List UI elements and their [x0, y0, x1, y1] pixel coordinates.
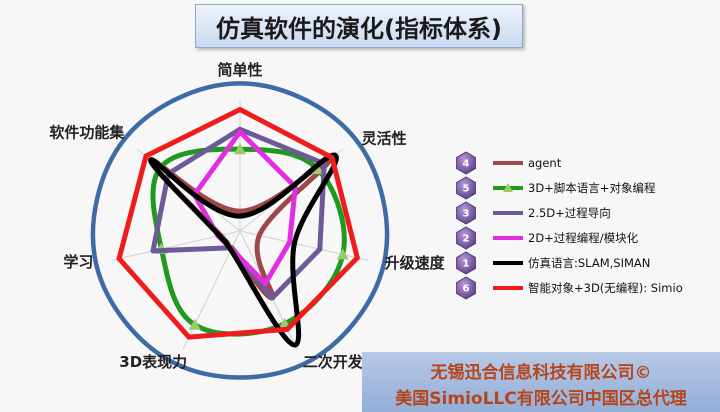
series-point-6: [116, 256, 122, 262]
legend-label: 3D+脚本语言+对象编程: [528, 181, 656, 195]
legend-marker: [503, 183, 513, 192]
series-line-2: [191, 129, 298, 286]
legend-badge: [456, 251, 476, 275]
legend-badge: [456, 176, 476, 200]
series-point-6: [143, 153, 149, 159]
series-point-6: [354, 255, 360, 261]
legend-badge: [456, 226, 476, 250]
legend-label: 仿真语言:SLAM,SIMAN: [528, 256, 650, 270]
series-point-1: [228, 247, 234, 253]
legend-badge-number: 3: [463, 209, 470, 220]
legend-badge-number: 6: [463, 284, 470, 295]
series-point-5: [336, 248, 349, 260]
series-point-4: [237, 208, 243, 214]
series-point-2: [287, 239, 293, 245]
legend-badge-number: 4: [463, 159, 470, 170]
series-point-3: [150, 248, 156, 254]
chart-title: 仿真软件的演化(指标体系): [216, 14, 502, 43]
series-point-1: [216, 233, 222, 239]
axis-label: 简单性: [217, 61, 262, 79]
series-point-2: [262, 281, 268, 286]
axis-label: 学习: [63, 253, 93, 271]
footer-banner: 无锡迅合信息科技有限公司© 美国SimioLLC有限公司中国区总代理: [362, 352, 720, 412]
series-point-4: [256, 232, 262, 238]
axis-label: 升级速度: [385, 254, 446, 272]
footer-agency: 美国SimioLLC有限公司中国区总代理: [395, 389, 687, 409]
series-line-6: [116, 107, 360, 340]
legend-badge: [456, 201, 476, 225]
series-point-5: [234, 143, 246, 155]
series-point-6: [284, 326, 290, 332]
legend-badge-number: 1: [463, 259, 470, 270]
series-point-1: [292, 342, 298, 348]
legend-label: agent: [528, 156, 562, 170]
axis-label: 灵活性: [362, 130, 407, 148]
series-point-6: [329, 155, 335, 161]
series-point-5: [188, 318, 201, 330]
series-point-3: [269, 295, 275, 301]
axis-label: 3D表现力: [119, 353, 187, 371]
series-point-1: [291, 240, 297, 246]
legend-label: 2.5D+过程导向: [528, 206, 611, 220]
series-point-6: [186, 334, 192, 340]
legend-badge-number: 2: [463, 234, 470, 245]
series-point-1: [237, 213, 243, 219]
series-point-3: [317, 246, 323, 252]
axis-label: 软件功能集: [49, 124, 125, 142]
legend-label: 2D+过程编程/模块化: [528, 231, 639, 245]
legend-label: 智能对象+3D(无编程): Simio: [528, 281, 683, 295]
legend-badge: [456, 151, 476, 175]
footer-company: 无锡迅合信息科技有限公司©: [430, 363, 652, 383]
series-point-1: [148, 157, 154, 163]
series-point-2: [237, 129, 243, 135]
series-point-6: [237, 107, 243, 112]
chart-title-box: 仿真软件的演化(指标体系): [195, 4, 523, 48]
legend-badge: [456, 276, 476, 300]
series-point-5: [311, 163, 324, 175]
legend-badge-number: 5: [463, 184, 470, 195]
radar-outer-frame: [90, 81, 390, 380]
